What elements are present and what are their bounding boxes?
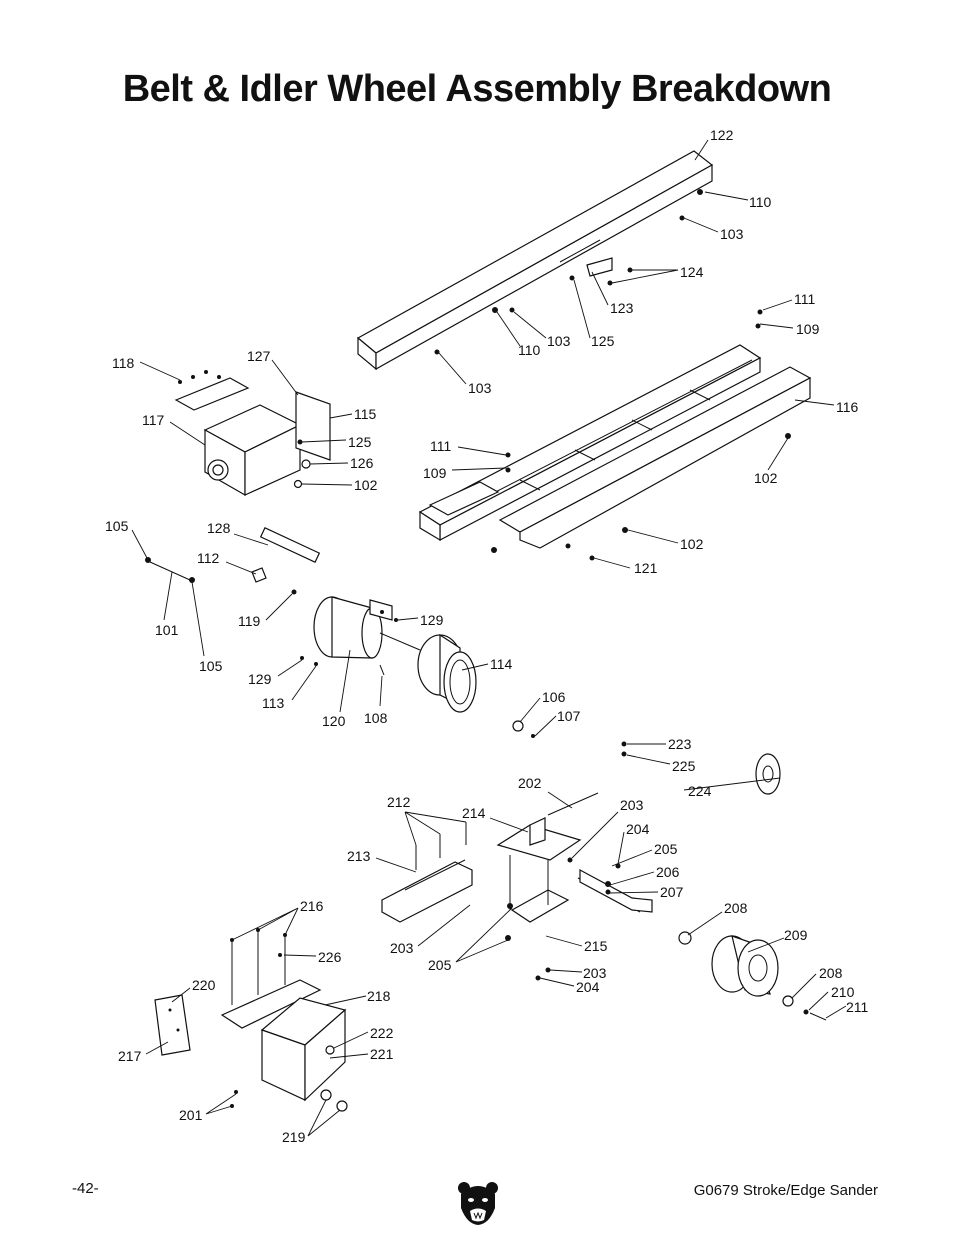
callout-226: 226	[318, 949, 342, 965]
callout-127: 127	[247, 348, 271, 364]
callout-216: 216	[300, 898, 324, 914]
callout-102: 102	[680, 536, 704, 552]
callout-210: 210	[831, 984, 855, 1000]
callout-123: 123	[610, 300, 634, 316]
callout-214: 214	[462, 805, 486, 821]
callout-113: 113	[262, 695, 285, 711]
callout-206: 206	[656, 864, 680, 880]
page-title: Belt & Idler Wheel Assembly Breakdown	[122, 68, 832, 110]
callout-125: 125	[348, 434, 372, 450]
platen-122	[356, 150, 714, 371]
callout-114: 114	[490, 656, 513, 672]
callout-201: 201	[179, 1107, 203, 1123]
idler-assembly	[381, 741, 827, 1021]
drum-114	[417, 633, 535, 738]
callout-213: 213	[347, 848, 371, 864]
callout-215: 215	[584, 938, 608, 954]
callout-116: 116	[836, 399, 859, 415]
callout-124: 124	[680, 264, 704, 280]
bear-head-icon	[458, 1182, 498, 1225]
page-number: -42-	[72, 1180, 99, 1197]
callout-103: 103	[720, 226, 744, 242]
callout-101: 101	[155, 622, 179, 638]
callout-129: 129	[248, 671, 272, 687]
leader-lines	[131, 139, 847, 1137]
callout-204: 204	[576, 979, 600, 995]
callout-103: 103	[468, 380, 492, 396]
callout-221: 221	[370, 1046, 394, 1062]
callout-117: 117	[142, 412, 165, 428]
callout-108: 108	[364, 710, 388, 726]
callout-223: 223	[668, 736, 692, 752]
callout-107: 107	[557, 708, 581, 724]
callout-112: 112	[197, 550, 220, 566]
callout-209: 209	[784, 927, 808, 943]
callout-129: 129	[420, 612, 444, 628]
callout-222: 222	[370, 1025, 394, 1041]
callout-121: 121	[634, 560, 658, 576]
footer-model-name: G0679 Stroke/Edge Sander	[693, 1182, 878, 1199]
callout-103: 103	[547, 333, 571, 349]
callout-110: 110	[518, 342, 541, 358]
motor-120	[145, 526, 421, 676]
callout-105: 105	[105, 518, 129, 534]
callout-115: 115	[354, 406, 377, 422]
callout-106: 106	[542, 689, 566, 705]
callout-labels: 122 110 103 124 123 111 109 110 103 125 …	[105, 127, 869, 1145]
callout-208: 208	[724, 900, 748, 916]
lower-box	[154, 928, 348, 1112]
callout-225: 225	[672, 758, 696, 774]
callout-203: 203	[390, 940, 414, 956]
callout-205: 205	[428, 957, 452, 973]
callout-126: 126	[350, 455, 374, 471]
callout-202: 202	[518, 775, 542, 791]
callout-125: 125	[591, 333, 615, 349]
callout-102: 102	[754, 470, 778, 486]
callout-110: 110	[749, 194, 772, 210]
callout-208: 208	[819, 965, 843, 981]
callout-207: 207	[660, 884, 684, 900]
callout-109: 109	[796, 321, 820, 337]
callout-220: 220	[192, 977, 216, 993]
callout-128: 128	[207, 520, 231, 536]
callout-105: 105	[199, 658, 223, 674]
callout-217: 217	[118, 1048, 142, 1064]
callout-211: 211	[846, 999, 869, 1015]
bracket-box	[174, 370, 331, 497]
callout-212: 212	[387, 794, 411, 810]
callout-102: 102	[354, 477, 378, 493]
callout-109: 109	[423, 465, 447, 481]
callout-119: 119	[238, 613, 261, 629]
callout-219: 219	[282, 1129, 306, 1145]
callout-122: 122	[710, 127, 734, 143]
callout-203: 203	[583, 965, 607, 981]
callout-111: 111	[430, 438, 451, 454]
callout-204: 204	[626, 821, 650, 837]
callout-120: 120	[322, 713, 346, 729]
callout-205: 205	[654, 841, 678, 857]
callout-224: 224	[688, 783, 712, 799]
callout-111: 111	[794, 291, 815, 307]
callout-118: 118	[112, 355, 135, 371]
callout-203: 203	[620, 797, 644, 813]
callout-218: 218	[367, 988, 391, 1004]
frame-assembly	[418, 309, 812, 561]
